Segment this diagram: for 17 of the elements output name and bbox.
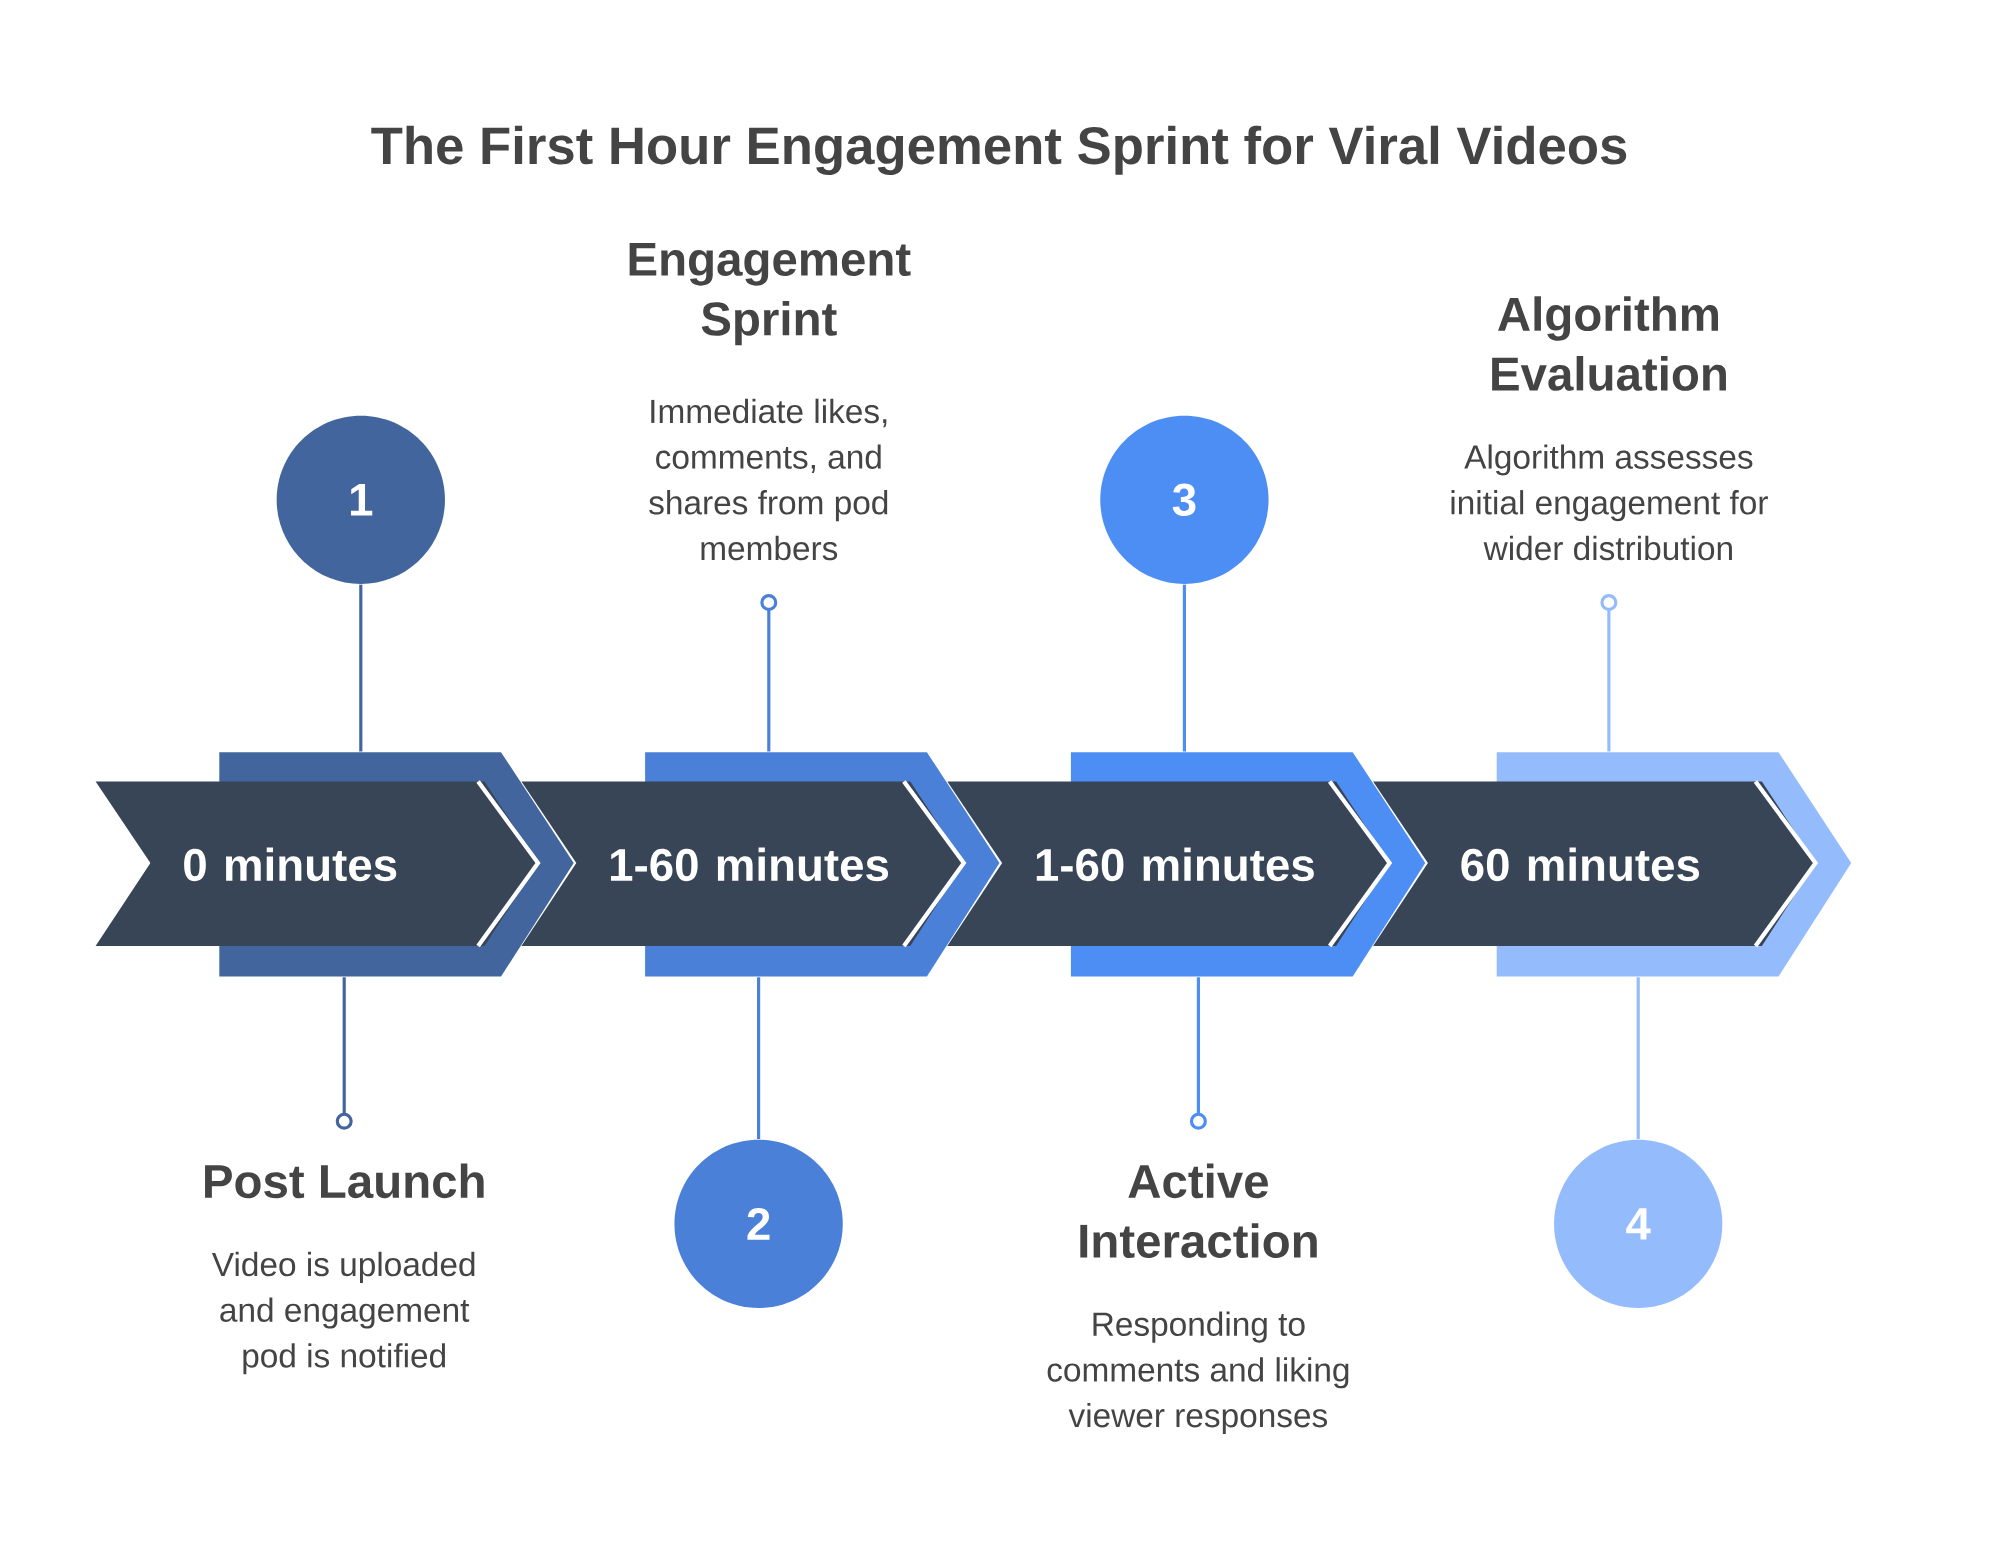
leader-line: [1636, 977, 1640, 1140]
timeline-segment: 60 minutes: [1373, 752, 1852, 977]
timeline-segment: 1-60 minutes: [947, 752, 1426, 977]
leader-line: [757, 977, 761, 1140]
step-description: Post Launch Video is uploaded and engagement pod is notified: [205, 1163, 484, 1375]
timeline-segment: 0 minutes: [95, 752, 574, 977]
leader-line: [1189, 977, 1207, 1130]
leader-line: [760, 594, 778, 752]
step-description: Algorithm Evaluation Algorithm assesses initial engagement for wider distribution: [1451, 296, 1768, 561]
title: The First Hour Engagement Sprint for Viral Videos: [371, 125, 1627, 176]
step-description: Engagement Sprint Immediate likes, comments, and shares from pod members: [629, 243, 911, 561]
leader-line: [1182, 584, 1186, 752]
step-description: Active Interaction Responding to comments and liking viewer responses: [1047, 1163, 1349, 1435]
leader-line: [1600, 594, 1618, 752]
leader-line: [335, 977, 353, 1130]
timeline-segment: 1-60 minutes: [521, 752, 1000, 977]
leader-line: [359, 584, 363, 752]
